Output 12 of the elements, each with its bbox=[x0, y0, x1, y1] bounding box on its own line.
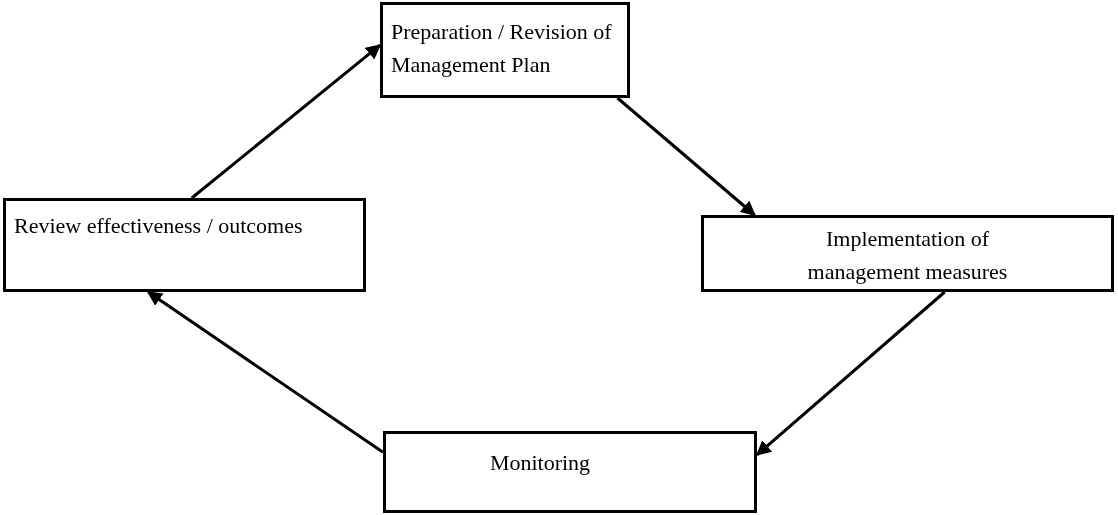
arrow bbox=[755, 290, 946, 456]
process-box bbox=[380, 2, 630, 98]
process-box bbox=[3, 198, 366, 292]
process-box bbox=[701, 215, 1114, 292]
process-box bbox=[383, 431, 757, 513]
arrow bbox=[190, 44, 382, 200]
arrow bbox=[616, 96, 756, 217]
box-label: Preparation / Revision of Management Plan bbox=[391, 18, 613, 79]
box-label: Implementation of management measures bbox=[806, 225, 1009, 286]
box-label: Review effectiveness / outcomes bbox=[14, 212, 304, 240]
arrow bbox=[146, 290, 384, 454]
box-label: Monitoring bbox=[488, 449, 592, 477]
